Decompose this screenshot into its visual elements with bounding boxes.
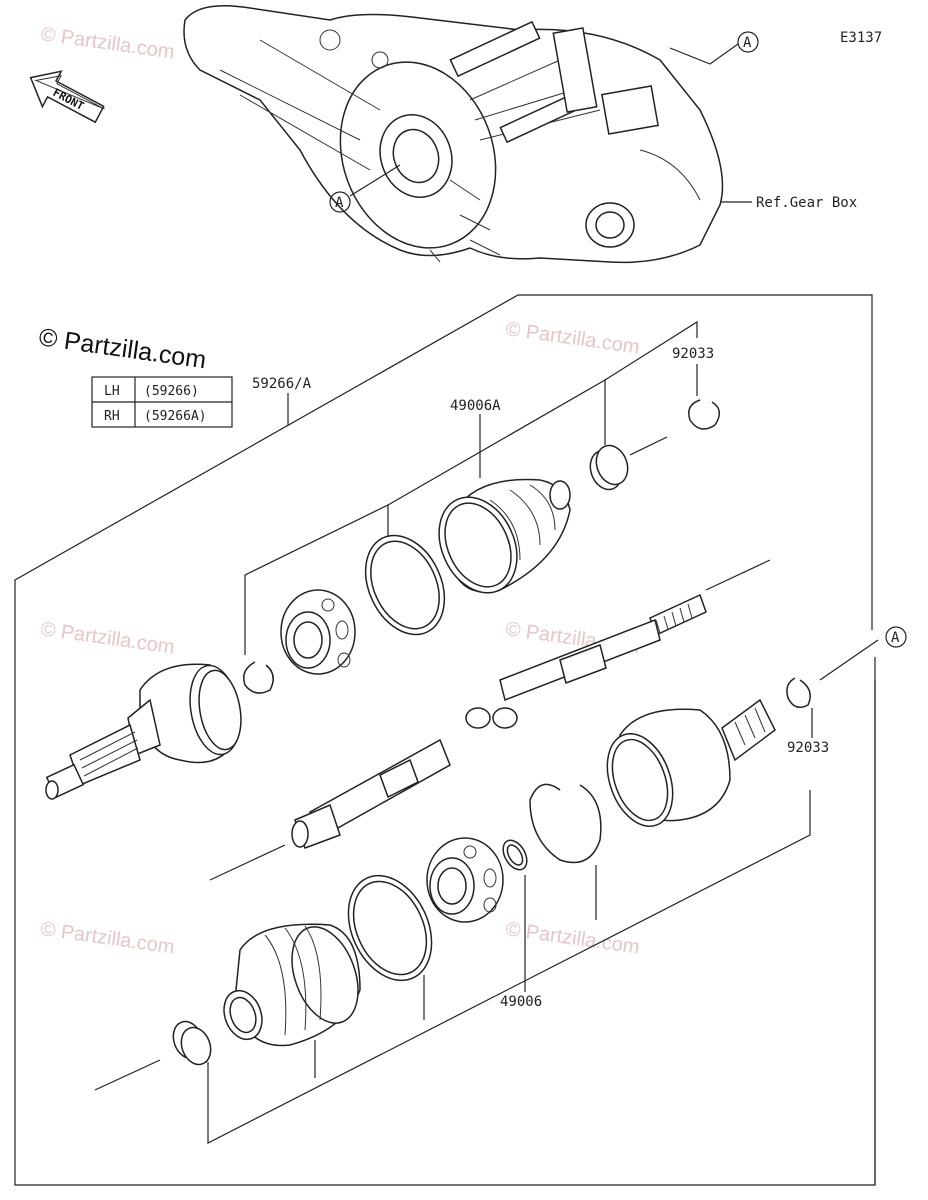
drive-shaft bbox=[209, 559, 771, 881]
circlip-top bbox=[688, 399, 721, 430]
cv-joint-housing-lower bbox=[606, 698, 776, 828]
bracket-leader-upper3 bbox=[604, 320, 698, 381]
axis-line bbox=[705, 559, 771, 591]
part-number-boot-a: 49006A bbox=[450, 398, 501, 414]
axis-line bbox=[209, 844, 286, 881]
boot-lower bbox=[223, 923, 361, 1047]
callout-label: A bbox=[335, 195, 344, 211]
boot-upper bbox=[438, 478, 571, 594]
bushing-lower bbox=[172, 1020, 212, 1066]
callout-a-top: A bbox=[669, 31, 759, 65]
watermark: © Partzilla.com bbox=[504, 318, 641, 359]
callout-a-right: A bbox=[885, 626, 907, 648]
table-cell-part: (59266A) bbox=[144, 409, 207, 424]
table-cell-side: RH bbox=[104, 409, 120, 424]
callout-label: A bbox=[891, 630, 900, 646]
diagram-code: E3137 bbox=[840, 30, 882, 46]
ref-gear-box-label: Ref.Gear Box bbox=[756, 195, 857, 211]
watermark: © Partzilla.com bbox=[39, 618, 176, 659]
stop-ring bbox=[502, 839, 528, 871]
part-number-clip-right: 92033 bbox=[787, 740, 829, 756]
watermark: © Partzilla.com bbox=[39, 918, 176, 959]
cv-joint-outer bbox=[45, 663, 242, 800]
part-number-assembly: 59266/A bbox=[252, 376, 312, 392]
front-arrow-icon: FRONT bbox=[29, 70, 105, 124]
axis-line bbox=[94, 1059, 161, 1091]
band-ring-upper bbox=[364, 534, 446, 636]
gear-box-illustration bbox=[183, 5, 724, 264]
table-cell-part: (59266) bbox=[144, 384, 199, 399]
table-cell-side: LH bbox=[104, 384, 120, 399]
copyright: © Partzilla.com bbox=[37, 323, 208, 374]
circlip-large bbox=[529, 783, 602, 864]
axis-line bbox=[629, 436, 668, 456]
band-ring-lower bbox=[347, 874, 433, 982]
bushing-top bbox=[589, 444, 629, 491]
bracket-leader-lower bbox=[207, 790, 811, 1144]
callout-a-left: A bbox=[329, 164, 401, 213]
part-number-clip-top: 92033 bbox=[672, 346, 714, 362]
bracket-leader-upper bbox=[244, 504, 389, 655]
circlip-right bbox=[786, 677, 811, 709]
cv-joint-inner-lower bbox=[426, 837, 504, 923]
circlip-upper bbox=[243, 661, 274, 694]
watermark: © Partzilla.com bbox=[39, 23, 176, 64]
callout-label: A bbox=[743, 35, 752, 51]
part-number-boot: 49006 bbox=[500, 994, 542, 1010]
axis-line bbox=[819, 639, 879, 681]
cv-joint-inner-upper bbox=[280, 589, 356, 675]
side-table: LH (59266) RH (59266A) bbox=[91, 376, 233, 428]
